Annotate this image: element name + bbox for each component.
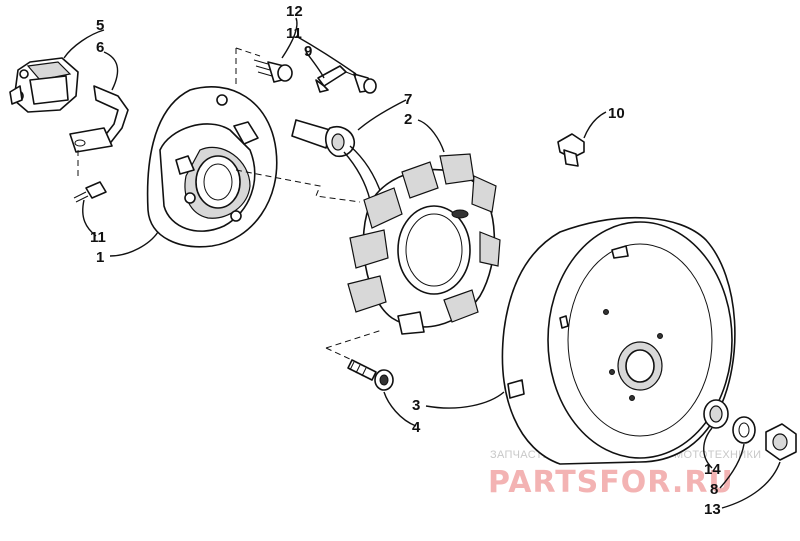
callout-labels: 5 6 11 1 12 11 9 7 2 10 3 4 14 8 13: [90, 3, 721, 518]
callout-13: 13: [704, 501, 721, 518]
coil-bracket-part: [69, 85, 129, 153]
screw-top-part: [253, 59, 293, 83]
callout-14: 14: [704, 461, 721, 478]
bolt-bottom-part: [347, 359, 394, 391]
stator-plate-part: [146, 86, 278, 248]
pickup-coil-part: [9, 57, 79, 113]
callout-2: 2: [404, 111, 412, 128]
screw-clip-part: [345, 71, 377, 94]
callout-7: 7: [404, 91, 412, 108]
lock-washer-part: [732, 416, 756, 444]
callout-5: 5: [96, 17, 104, 34]
callout-4: 4: [412, 419, 421, 436]
stator-coil-part: [347, 153, 501, 335]
callout-10: 10: [608, 105, 625, 122]
callout-3: 3: [412, 397, 420, 414]
flywheel-nut-part: [765, 423, 797, 461]
grommet-wire-part: [291, 119, 383, 201]
callout-11-left: 11: [90, 229, 106, 246]
screw-left-part: [73, 181, 107, 203]
callout-1: 1: [96, 249, 104, 266]
callout-6: 6: [96, 39, 104, 56]
callout-12: 12: [286, 3, 303, 20]
bolt-right-part: [557, 133, 585, 167]
watermark-logo: PARTSFOR.RU: [488, 465, 734, 500]
callout-11-top: 11: [286, 25, 302, 42]
leader-lines: [63, 17, 781, 509]
clip-part: [315, 65, 347, 93]
flywheel-part: [501, 216, 736, 465]
callout-8: 8: [710, 481, 718, 498]
washer-part: [703, 399, 729, 429]
callout-9: 9: [304, 43, 312, 60]
